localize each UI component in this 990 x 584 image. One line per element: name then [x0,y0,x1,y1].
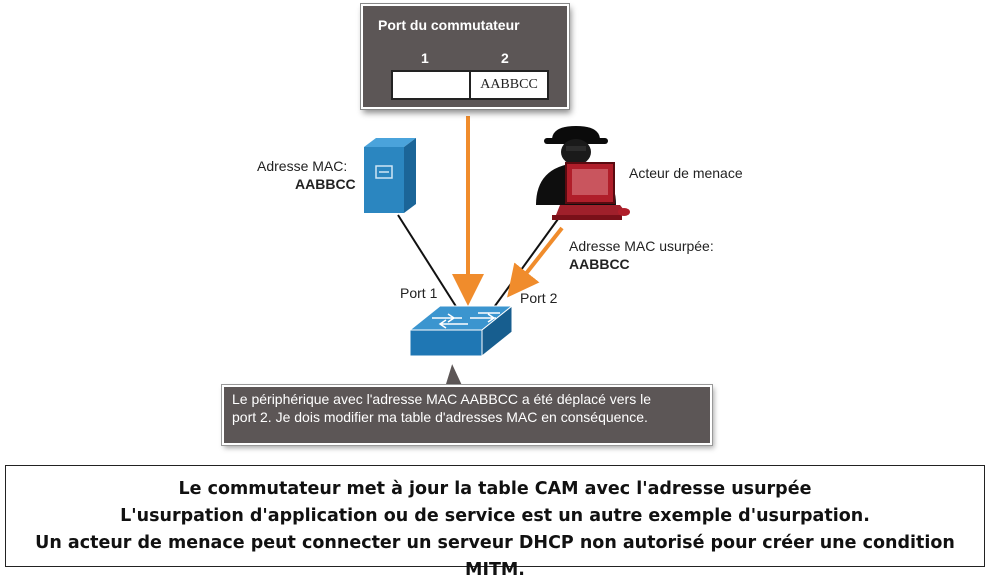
caption-line-1: Le commutateur met à jour la table CAM a… [178,479,812,499]
attacker-icon [536,126,630,220]
server-icon [364,138,416,213]
spoofed-mac-value: AABBCC [569,256,630,272]
bubble-pointer [443,362,465,388]
attacker-link [491,207,567,311]
port-header-2: 2 [501,50,509,66]
server-mac-value: AABBCC [295,176,356,192]
spoofed-mac-label: Adresse MAC usurpée: [569,238,714,254]
diagram-canvas [364,116,630,358]
cam-entry-port-2: AABBCC [469,70,549,100]
port-header-1: 1 [421,50,429,66]
cam-entry-port-1 [391,70,471,100]
caption-line-3: Un acteur de menace peut connecter un se… [35,533,955,580]
port-1-label: Port 1 [400,285,438,301]
attacker-label: Acteur de menace [629,165,743,181]
bubble-line-2: port 2. Je dois modifier ma table d'adre… [232,409,648,425]
cam-table-title: Port du commutateur [378,17,520,33]
port-2-label: Port 2 [520,290,558,306]
server-link [397,214,458,309]
caption-box: Le commutateur met à jour la table CAM a… [5,465,985,580]
switch-message-bubble: Le périphérique avec l'adresse MAC AABBC… [222,385,712,445]
caption-line-2: L'usurpation d'application ou de service… [120,506,870,526]
bubble-line-1: Le périphérique avec l'adresse MAC AABBC… [232,391,652,407]
server-mac-label: Adresse MAC: [257,158,348,174]
spoof-arrow [507,226,564,298]
cam-table-popup: Port du commutateur 1 2 AABBCC [361,4,569,109]
switch-icon [408,304,514,358]
